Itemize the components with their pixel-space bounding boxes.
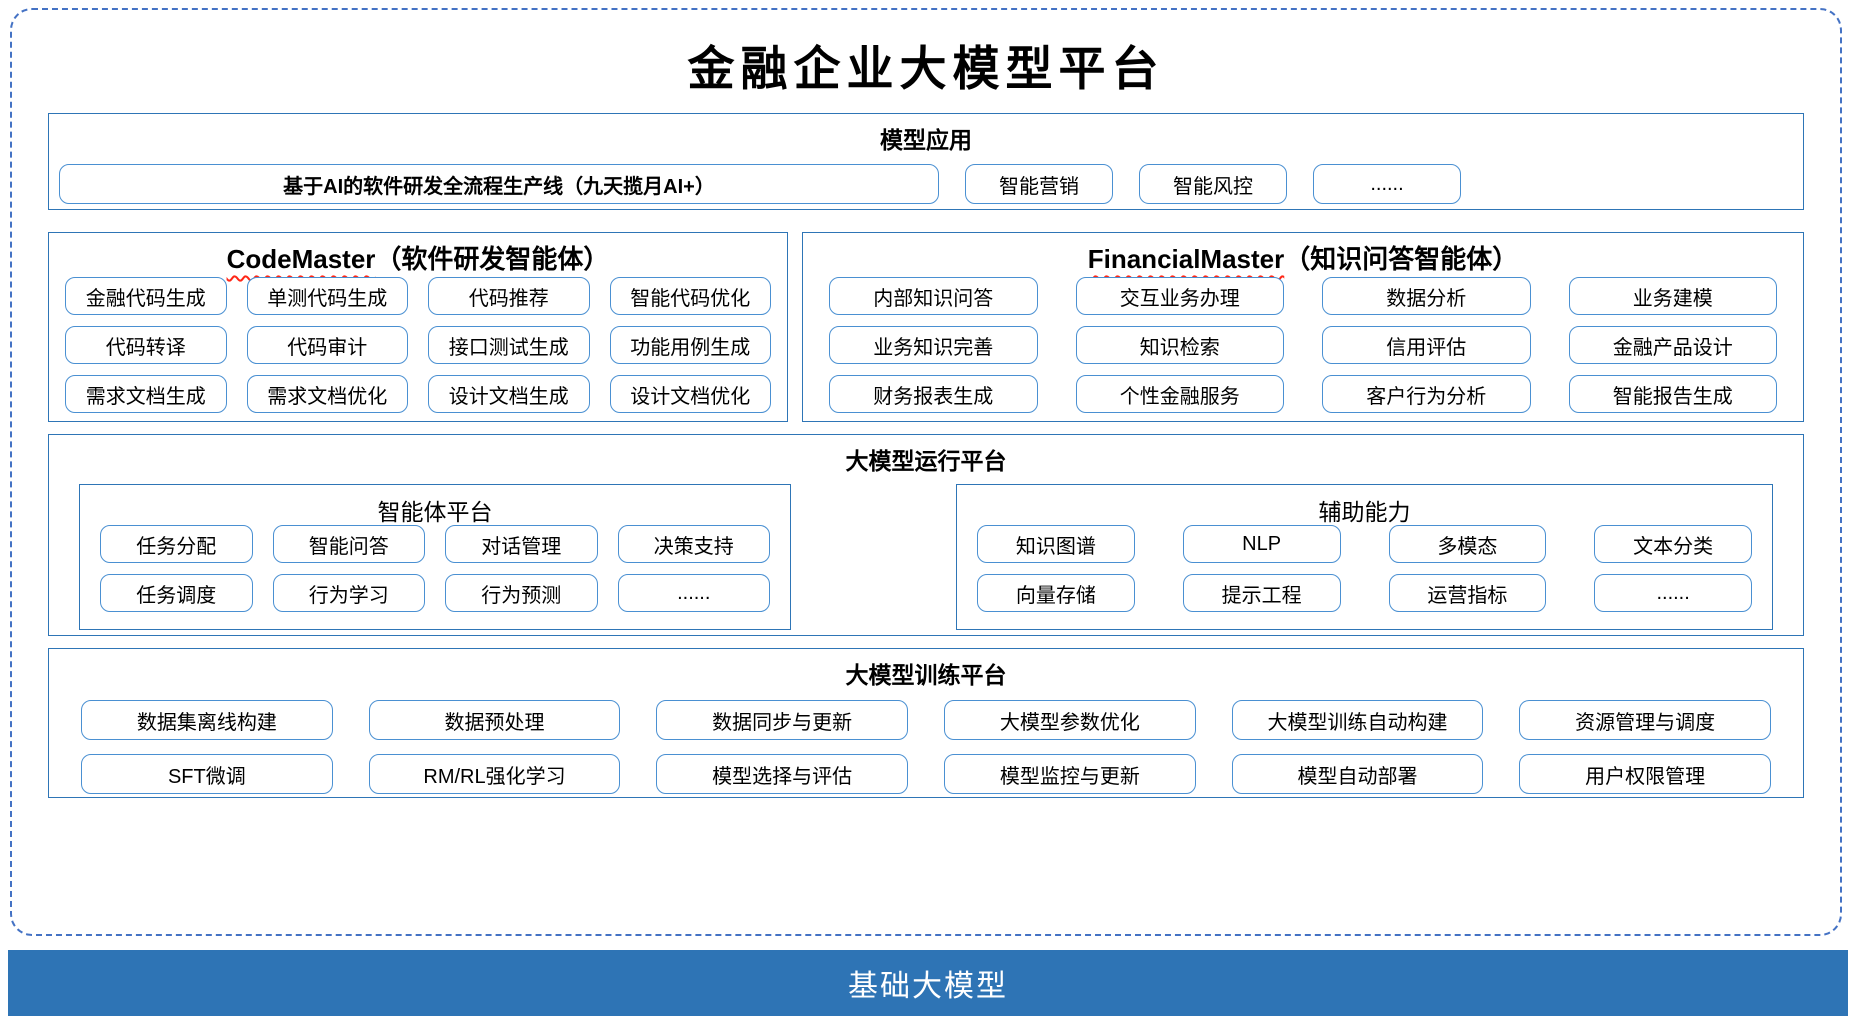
auxiliary-box: 辅助能力 知识图谱 NLP 多模态 文本分类向量存储 提示工程 运营指标......: [956, 484, 1773, 630]
auxiliary-chip: 提示工程: [1182, 574, 1341, 612]
auxiliary-header: 辅助能力: [1318, 499, 1411, 525]
financialmaster-title: FinancialMaster（知识问答智能体）: [819, 239, 1787, 277]
codemaster-chip: 设计文档优化: [609, 375, 771, 413]
auxiliary-chip: 运营指标: [1388, 574, 1547, 612]
financialmaster-chip: 交互业务办理: [1075, 277, 1284, 315]
financialmaster-section: FinancialMaster（知识问答智能体） 内部知识问答交互业务办理数据分…: [802, 232, 1804, 422]
agent-platform-chip: 对话管理: [445, 525, 598, 563]
agents-row: CodeMaster（软件研发智能体） 金融代码生成单测代码生成代码推荐智能代码…: [48, 232, 1804, 422]
application-chip: ......: [1313, 164, 1461, 204]
codemaster-chip: 代码审计: [246, 326, 408, 364]
auxiliary-chip: ......: [1594, 574, 1752, 612]
financialmaster-chip: 知识检索: [1075, 326, 1284, 364]
codemaster-chip: 代码转译: [65, 326, 227, 364]
training-chip: 大模型训练自动构建: [1231, 700, 1484, 740]
agent-platform-chip: 任务调度: [100, 574, 253, 612]
financialmaster-chip: 数据分析: [1322, 277, 1531, 315]
foundation-model-bar: 基础大模型: [8, 950, 1848, 1016]
agent-platform-chip: 智能问答: [272, 525, 425, 563]
application-chip: 智能风控: [1139, 164, 1287, 204]
runtime-row: 智能体平台 任务分配智能问答对话管理决策支持任务调度行为学习行为预测......…: [79, 484, 1773, 630]
model-application-items: 智能营销智能风控......: [965, 164, 1461, 204]
financialmaster-chip: 客户行为分析: [1322, 375, 1531, 413]
codemaster-title-en: CodeMaster: [226, 244, 376, 274]
codemaster-chip: 需求文档优化: [246, 375, 408, 413]
agent-platform-chip: ......: [617, 574, 770, 612]
training-chip: 大模型参数优化: [944, 700, 1196, 740]
financialmaster-title-en: FinancialMaster: [1087, 244, 1285, 274]
financialmaster-chip: 业务建模: [1568, 277, 1777, 315]
auxiliary-items: 知识图谱 NLP 多模态 文本分类向量存储 提示工程 运营指标......: [977, 525, 1752, 612]
runtime-platform-section: 大模型运行平台 智能体平台 任务分配智能问答对话管理决策支持任务调度行为学习行为…: [48, 434, 1804, 636]
codemaster-chip: 功能用例生成: [609, 326, 771, 364]
training-platform-section: 大模型训练平台 数据集离线构建数据预处理数据同步与更新大模型参数优化大模型训练自…: [48, 648, 1804, 798]
agent-platform-chip: 决策支持: [617, 525, 770, 563]
model-application-header: 模型应用: [880, 127, 972, 153]
codemaster-title: CodeMaster（软件研发智能体）: [65, 239, 771, 277]
financialmaster-chip: 财务报表生成: [829, 375, 1038, 413]
financialmaster-chip: 智能报告生成: [1568, 375, 1777, 413]
codemaster-chip: 金融代码生成: [65, 277, 227, 315]
training-chip: RM/RL强化学习: [368, 754, 621, 794]
training-platform-header: 大模型训练平台: [845, 662, 1007, 688]
model-application-section: 模型应用 基于AI的软件研发全流程生产线（九天揽月AI+） 智能营销智能风控..…: [48, 113, 1804, 210]
training-chip: 资源管理与调度: [1519, 700, 1771, 740]
agent-platform-chip: 任务分配: [100, 525, 253, 563]
financialmaster-items: 内部知识问答交互业务办理数据分析业务建模业务知识完善知识检索信用评估金融产品设计…: [819, 277, 1787, 413]
codemaster-items: 金融代码生成单测代码生成代码推荐智能代码优化代码转译代码审计接口测试生成功能用例…: [65, 277, 771, 413]
training-platform-items: 数据集离线构建数据预处理数据同步与更新大模型参数优化大模型训练自动构建资源管理与…: [81, 700, 1771, 794]
training-chip: 模型监控与更新: [944, 754, 1196, 794]
agent-platform-items: 任务分配智能问答对话管理决策支持任务调度行为学习行为预测......: [100, 525, 770, 612]
diagram-title: 金融企业大模型平台: [687, 42, 1165, 97]
auxiliary-chip: NLP: [1182, 525, 1341, 563]
ai-pipeline-box: 基于AI的软件研发全流程生产线（九天揽月AI+）: [59, 164, 939, 204]
agent-platform-header: 智能体平台: [377, 499, 493, 525]
codemaster-chip: 代码推荐: [428, 277, 590, 315]
outer-dashed-frame: 金融企业大模型平台 模型应用 基于AI的软件研发全流程生产线（九天揽月AI+） …: [10, 8, 1842, 936]
financialmaster-chip: 个性金融服务: [1075, 375, 1284, 413]
financialmaster-chip: 信用评估: [1322, 326, 1531, 364]
codemaster-chip: 单测代码生成: [246, 277, 408, 315]
training-chip: 数据同步与更新: [656, 700, 908, 740]
auxiliary-chip: 知识图谱: [977, 525, 1135, 563]
codemaster-chip: 智能代码优化: [609, 277, 771, 315]
training-chip: 数据集离线构建: [81, 700, 333, 740]
financialmaster-chip: 内部知识问答: [829, 277, 1038, 315]
auxiliary-chip: 多模态: [1388, 525, 1547, 563]
codemaster-chip: 设计文档生成: [428, 375, 590, 413]
runtime-platform-header: 大模型运行平台: [845, 448, 1007, 474]
codemaster-title-zh: （软件研发智能体）: [375, 244, 610, 274]
financialmaster-chip: 金融产品设计: [1568, 326, 1777, 364]
agent-platform-chip: 行为预测: [445, 574, 598, 612]
agent-platform-box: 智能体平台 任务分配智能问答对话管理决策支持任务调度行为学习行为预测......: [79, 484, 791, 630]
training-chip: 用户权限管理: [1519, 754, 1771, 794]
training-chip: 模型选择与评估: [656, 754, 908, 794]
codemaster-chip: 接口测试生成: [428, 326, 590, 364]
application-chip: 智能营销: [965, 164, 1113, 204]
training-chip: 数据预处理: [368, 700, 621, 740]
codemaster-section: CodeMaster（软件研发智能体） 金融代码生成单测代码生成代码推荐智能代码…: [48, 232, 788, 422]
codemaster-chip: 需求文档生成: [65, 375, 227, 413]
auxiliary-chip: 文本分类: [1594, 525, 1752, 563]
financialmaster-title-zh: （知识问答智能体）: [1284, 244, 1519, 274]
foundation-model-label: 基础大模型: [848, 970, 1008, 1003]
financialmaster-chip: 业务知识完善: [829, 326, 1038, 364]
training-chip: SFT微调: [81, 754, 333, 794]
model-application-row: 基于AI的软件研发全流程生产线（九天揽月AI+） 智能营销智能风控......: [49, 155, 1803, 204]
training-chip: 模型自动部署: [1231, 754, 1484, 794]
auxiliary-chip: 向量存储: [977, 574, 1135, 612]
agent-platform-chip: 行为学习: [272, 574, 425, 612]
